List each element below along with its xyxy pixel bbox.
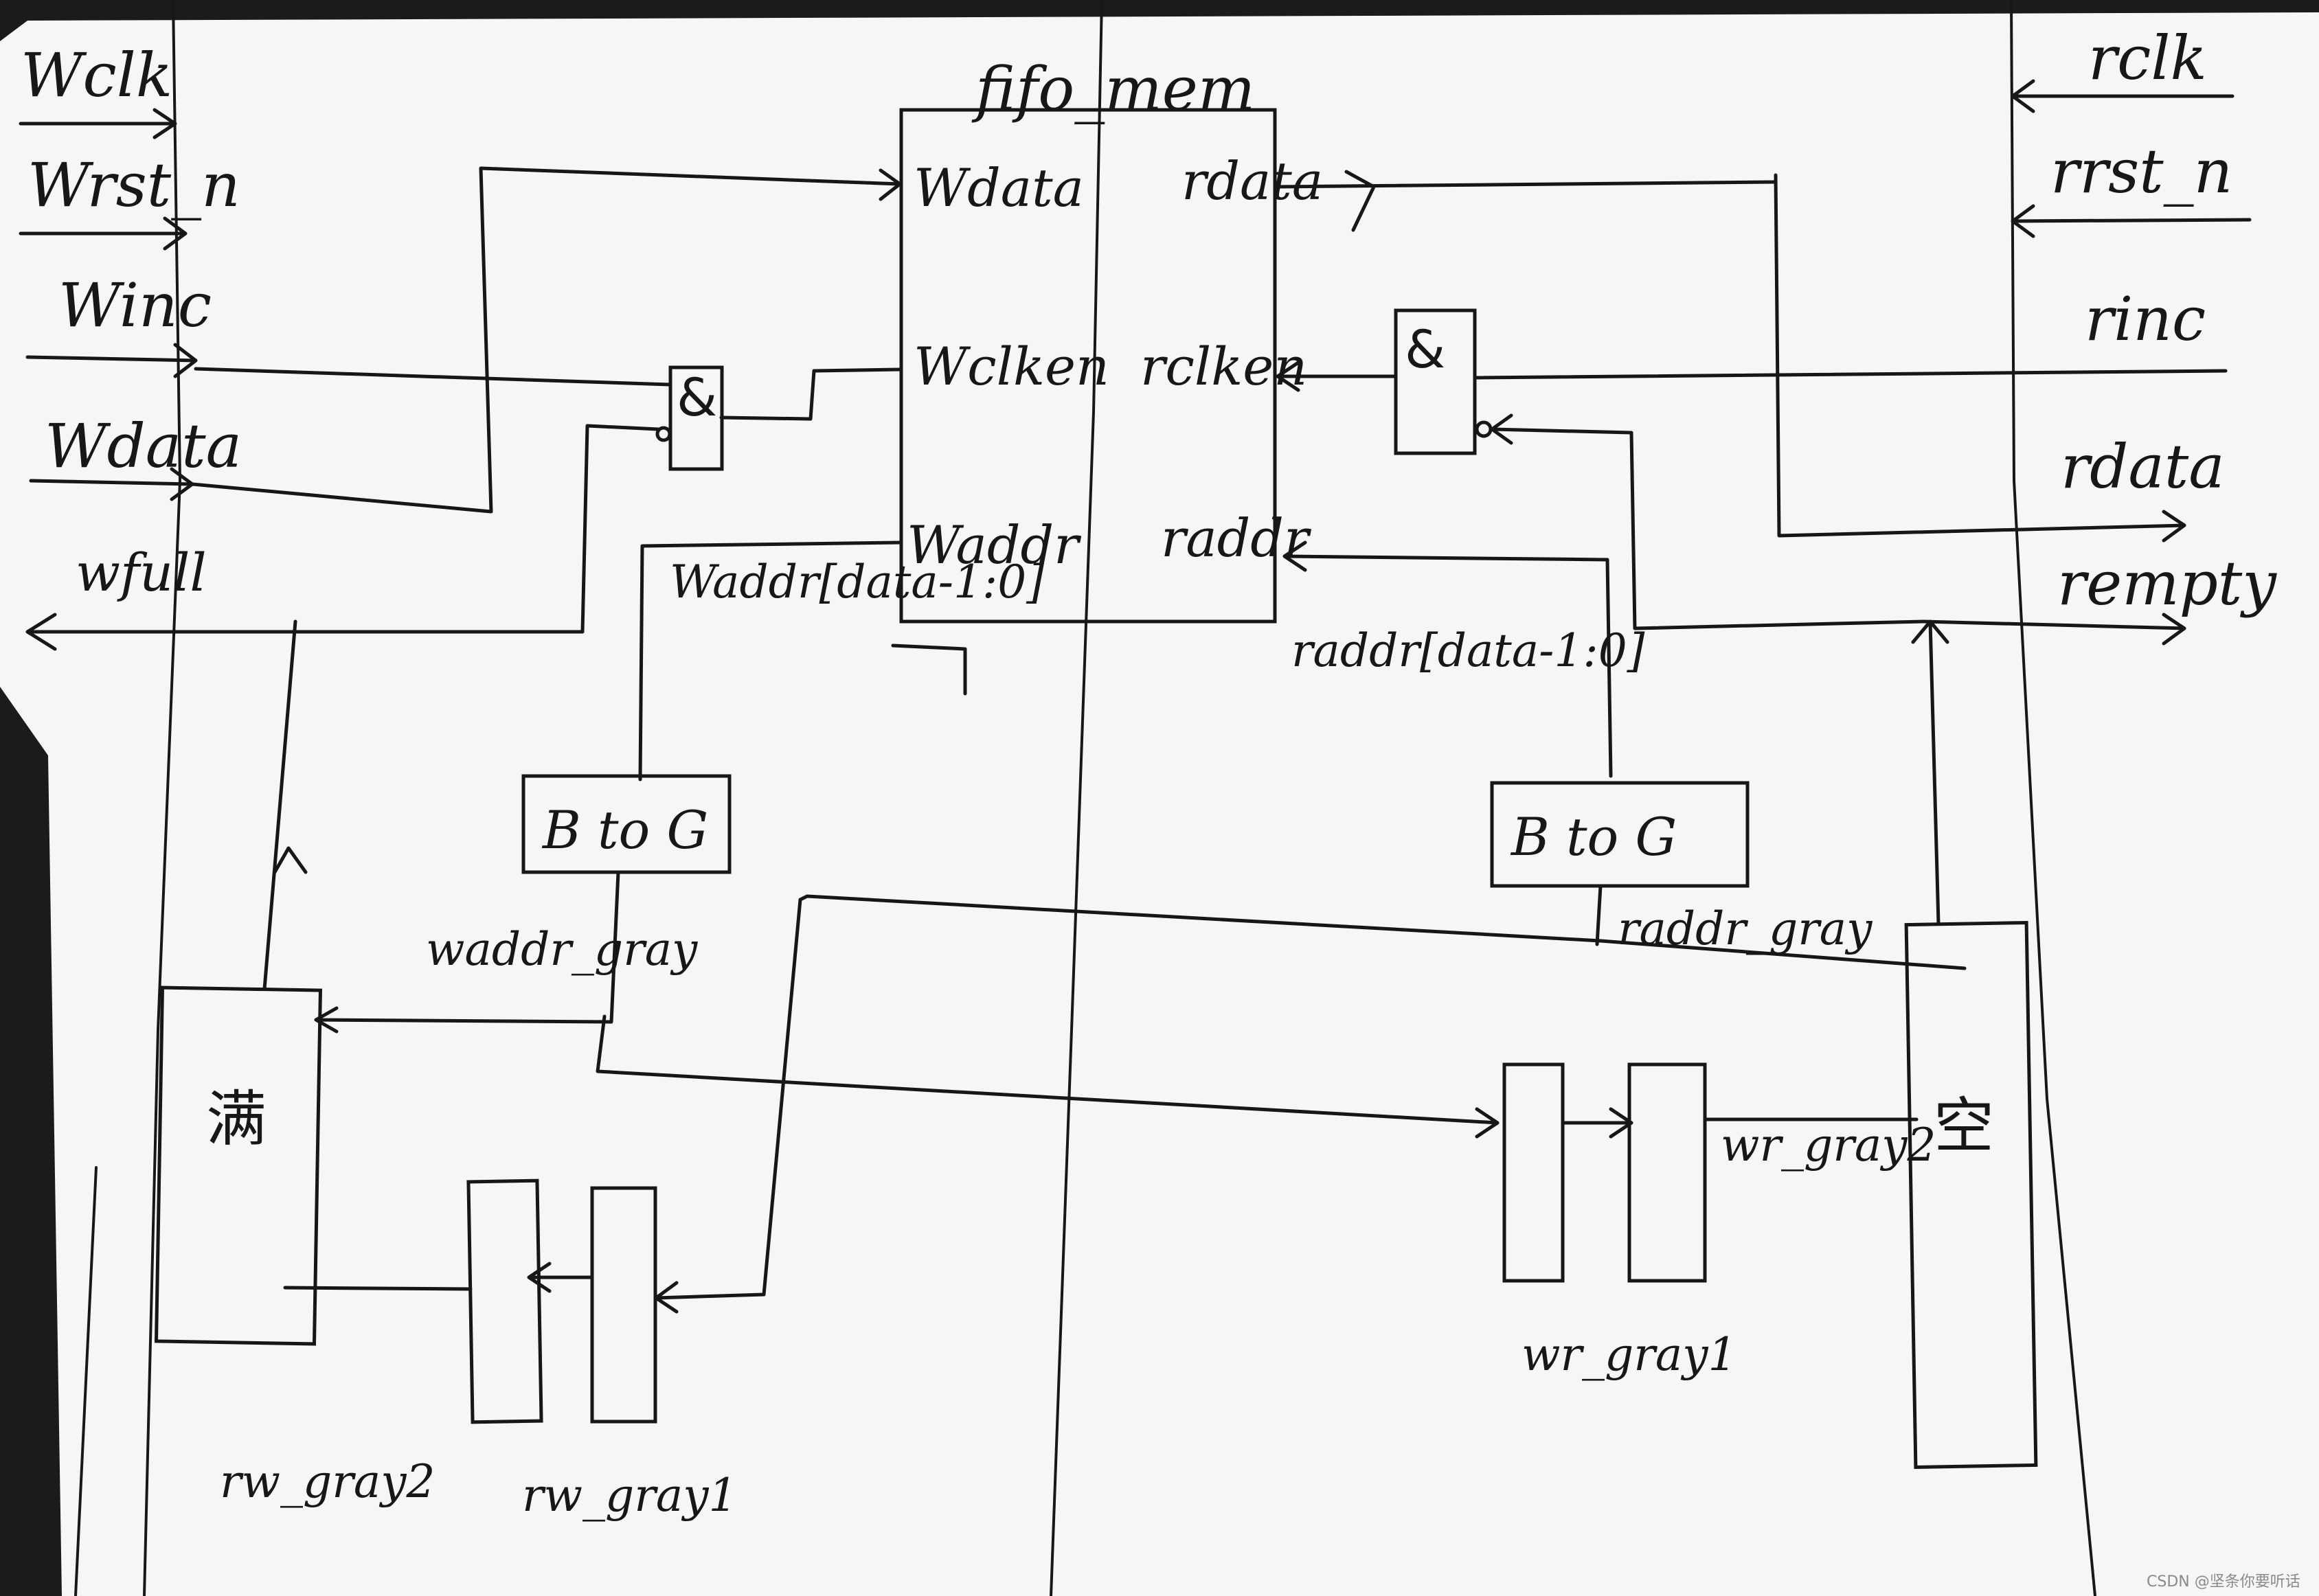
raddr-bus-label: raddr[data-1:0] <box>1291 624 1645 677</box>
full-to-wfull <box>262 619 308 991</box>
wclk-label: Wclk <box>21 40 172 111</box>
rempty-feedback <box>1490 413 1925 630</box>
rw-gray1-label: rw_gray1 <box>522 1469 737 1522</box>
rinc-label: rinc <box>2085 284 2206 354</box>
write-btog-label: B to G <box>541 799 708 860</box>
read-and-symbol: & <box>1405 319 1445 380</box>
waddr-bus-label: Waddr[data-1:0] <box>670 556 1044 608</box>
port-wclken: Wclken <box>914 336 1109 397</box>
and-to-wclken <box>719 367 902 421</box>
rw-gray1-to-gray2 <box>527 1262 594 1293</box>
wfull-arrow <box>25 613 585 651</box>
waddr-gray-wire <box>314 870 620 1034</box>
wr-gray1-to-gray2 <box>1561 1107 1633 1139</box>
watermark: CSDN @坚条你要听话 <box>2147 1573 2300 1591</box>
center-divider <box>1050 0 1103 1596</box>
port-wdata: Wdata <box>914 157 1084 218</box>
winc-to-and <box>194 367 672 387</box>
wrst-arrow <box>19 216 188 251</box>
read-btog-label: B to G <box>1510 806 1677 867</box>
winc-arrow <box>25 343 198 378</box>
port-waddr: Waddr <box>907 514 1082 575</box>
left-page-edge <box>74 1166 98 1596</box>
empty-logic-block <box>1904 920 2038 1470</box>
rw-gray2-label: rw_gray2 <box>220 1455 435 1508</box>
rrst-label: rrst_n <box>2050 136 2232 207</box>
rempty-label: rempty <box>2057 548 2277 619</box>
full-logic-block <box>154 985 323 1346</box>
rrst-arrow <box>2011 204 2252 238</box>
waddr-gray-label: waddr_gray <box>426 923 698 976</box>
raddr-gray-to-rw <box>654 894 1967 1314</box>
rw-gray1-flop <box>590 1186 657 1424</box>
right-boundary <box>2010 0 2096 1596</box>
wr-gray1-label: wr_gray1 <box>1522 1328 1737 1381</box>
raddr-gray-stub <box>1595 884 1603 946</box>
wr-gray2-flop <box>1627 1062 1707 1283</box>
write-and-symbol: & <box>677 367 717 428</box>
rempty-out <box>1921 613 2186 646</box>
rw-gray2-to-full <box>283 1286 473 1291</box>
winc-label: Winc <box>58 270 212 341</box>
rdata-out <box>1774 173 2186 543</box>
wrst-label: Wrst_n <box>27 150 240 220</box>
paper-shadow-edge <box>0 0 2319 41</box>
fifo-mem-block <box>899 108 1277 624</box>
wdata-bus <box>190 166 902 514</box>
rdata-label: rdata <box>2061 431 2225 502</box>
raddr-gray-label: raddr_gray <box>1618 902 1873 955</box>
rclk-label: rclk <box>2088 23 2207 93</box>
waddr-gray-cross <box>596 1014 1500 1139</box>
waddr-bracket-end <box>891 643 967 696</box>
wfull-label: wfull <box>76 542 207 603</box>
wr-gray1-flop <box>1502 1062 1565 1283</box>
write-and-inverter <box>655 426 672 442</box>
empty-to-rempty <box>1911 619 1949 926</box>
rinc-wire <box>1475 369 2228 380</box>
fifo-mem-label: fifo_mem <box>971 54 1255 124</box>
port-rclken: rclken <box>1140 336 1307 397</box>
wdata-label: Wdata <box>45 411 242 481</box>
waddr-bus <box>638 540 903 782</box>
wclk-arrow <box>19 108 177 139</box>
raddr-bus <box>1282 540 1613 778</box>
empty-logic-label: 空 <box>1934 1091 1994 1161</box>
port-rdata: rdata <box>1181 150 1323 212</box>
fifo-rdata-wire <box>1273 170 1778 232</box>
rclk-arrow <box>2011 79 2235 113</box>
and-to-rclken <box>1276 361 1398 392</box>
rw-gray2-flop <box>466 1178 543 1424</box>
wr-gray2-label: wr_gray2 <box>1721 1119 1936 1172</box>
wfull-feedback <box>580 424 660 634</box>
full-logic-label: 满 <box>206 1084 267 1154</box>
read-and-gate <box>1394 308 1477 455</box>
read-bin-to-gray <box>1490 781 1750 888</box>
write-bin-to-gray <box>521 774 732 874</box>
